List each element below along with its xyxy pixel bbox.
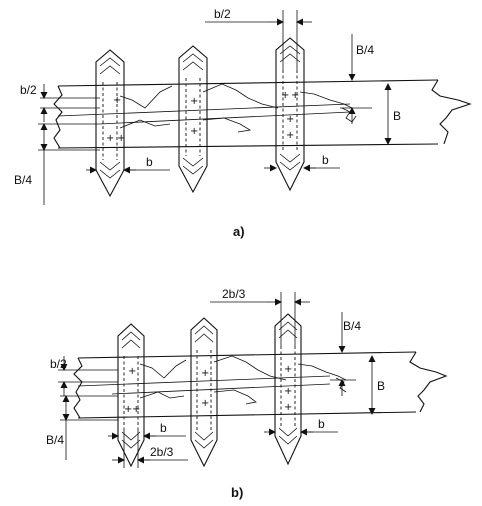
fracture-lines-a [119,83,357,133]
label-B4-top: B/4 [343,319,361,333]
plus-mark: + [124,404,132,415]
plus-mark: + [190,126,198,137]
dim-b-right-b: b [264,417,338,436]
plus-mark: + [284,402,292,413]
caption-a: a) [233,224,245,239]
dim-2b3-top-b: 2b/3 [210,287,310,346]
dim-B4-top-b: B/4 [330,312,361,396]
plus-mark: + [132,404,140,415]
label-b2-top: b/2 [214,7,231,21]
dim-b-right-a: b [264,153,340,172]
dim-2b3-bottom-b: 2b/3 [112,430,188,468]
label-b2-left: b/2 [50,357,67,371]
caption-b: b) [231,485,243,500]
specimen-strip-b1 [117,323,145,468]
dim-b2-left-a: b/2 [20,83,100,122]
dim-b-mid-a: b [86,155,170,174]
label-B: B [377,379,385,393]
specimen-strip-a3 [275,37,305,192]
label-b-right: b [318,417,325,431]
diagram-a: + + + + + + + + + b/2 B/4 [14,7,472,239]
label-B4-left: B/4 [14,173,32,187]
dim-B4-left-a: B/4 [14,123,100,205]
specimen-strip-b3 [274,313,302,466]
plus-mark: + [117,133,125,144]
plus-mark: + [286,130,294,141]
plus-mark: + [113,95,121,106]
plus-mark: + [284,364,292,375]
dim-B4-top-a: B/4 [340,34,374,124]
diagram-b: + + + + + + + + 2b/3 B/4 B [46,287,448,500]
label-B4-left: B/4 [46,433,64,447]
plus-mark: + [106,133,114,144]
specimen-strip-b2 [190,317,218,468]
plus-mark: + [281,90,289,101]
plus-mark: + [190,96,198,107]
dim-B4-left-b: B/4 [46,395,118,460]
specimen-strip-a1 [95,49,125,198]
label-b-mid: b [146,155,153,169]
label-B4-top: B/4 [356,43,374,57]
label-b-mid: b [160,421,167,435]
plus-marks-a: + + + + + + + + + [106,90,299,144]
label-B: B [393,109,401,123]
fracture-lines-b [139,355,347,405]
dim-B-a: B [384,83,401,145]
plus-mark: + [128,366,136,377]
dim-b-mid-b: b [108,421,186,440]
plus-mark: + [291,90,299,101]
plus-mark: + [286,114,294,125]
specimen-strip-a2 [178,45,208,194]
plus-mark: + [201,398,209,409]
dim-b2-left-b: b/2 [50,356,118,396]
plus-marks-b: + + + + + + + + [124,364,292,415]
plus-mark: + [284,386,292,397]
label-b2-left: b/2 [20,83,37,97]
label-b-right: b [322,153,329,167]
label-2b3-bottom: 2b/3 [150,445,174,459]
dim-b2-top-a: b/2 [205,7,312,70]
plate-b-outline [73,351,448,419]
plus-mark: + [201,368,209,379]
label-2b3-top: 2b/3 [222,287,246,301]
dim-B-b: B [368,355,385,415]
